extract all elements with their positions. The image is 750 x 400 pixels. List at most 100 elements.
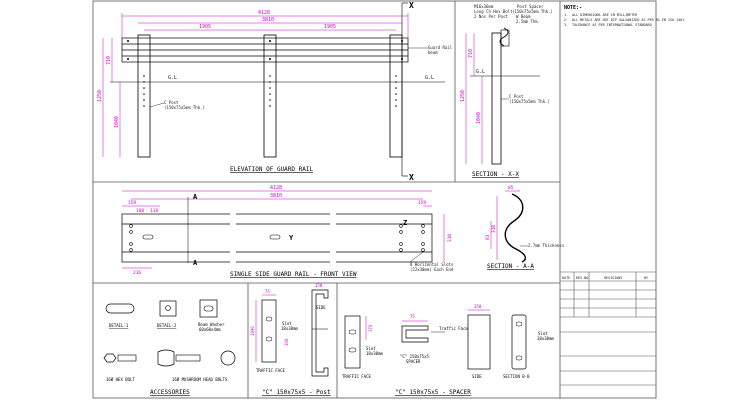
- front-view: 4128 3810 159 108 118 159 216 310 A A Z …: [121, 185, 454, 278]
- front-marker-a-top: A: [193, 193, 198, 201]
- dim-1250: 1250: [97, 90, 103, 102]
- note-c-post-size: (150x75x5mm Thk.): [164, 105, 205, 110]
- post-slot-label: Slot: [282, 321, 292, 326]
- spacer-panel: TRAFFIC FACE Slot 18x30mm Traffic Face "…: [342, 304, 554, 396]
- hex-bolt-shank: [117, 354, 137, 362]
- front-dim-inner: 3810: [270, 193, 282, 199]
- elevation-view: G.L G.L X X 4128 3810 1905 1905 710 1250…: [97, 1, 453, 182]
- detail-2-hole: [165, 305, 171, 311]
- section-xx-spacer-1: Post Spacer: [517, 4, 544, 9]
- spacer-dim-75: 75: [410, 314, 415, 319]
- spacer-bb-slot-label: Slot: [538, 331, 548, 336]
- detail-2-label: DETAIL-2: [157, 323, 177, 328]
- mushroom-bolt-end-icon: [220, 350, 236, 366]
- front-view-gaps: [230, 213, 336, 263]
- spacer-bb-slot: [515, 321, 523, 327]
- spacer-face-slot: [348, 347, 357, 353]
- post-traffic-face-label: TRAFFIC FACE: [256, 368, 285, 373]
- mushroom-bolt-icon: [157, 349, 175, 367]
- revision-header-rev: REV.NO: [576, 276, 588, 280]
- spacer-dim-150: 150: [474, 304, 482, 309]
- front-bolt-note-1: 8 Horizontal Slots: [410, 262, 454, 267]
- section-aa-view: 85 310 83 2.7mm Thickness SECTION - A-A: [485, 185, 565, 270]
- front-marker-z: Z: [403, 219, 407, 227]
- post-traffic-face: [261, 299, 277, 363]
- section-xx-note-bolt-2: Long Ch Hex Bolt: [474, 9, 513, 14]
- post-elevation-middle: [263, 34, 277, 158]
- spacer-slot-label: Slot: [366, 346, 376, 351]
- spacer-traffic-face-arrow-label: Traffic Face: [439, 326, 468, 331]
- front-view-rail: [121, 213, 433, 263]
- spacer-section-bb-label: SECTION B-B: [503, 374, 530, 379]
- section-xx-gl: G.L: [476, 69, 485, 75]
- note-item-3: TOLERANCE AS PER INTERNATIONAL STANDARD: [572, 23, 652, 27]
- post-panel: TRAFFIC FACE SIDE Slot 18x30mm 75 1990 1…: [250, 283, 331, 396]
- note-item-1: ALL DIMENSIONS ARE IN MILLIMETER: [572, 13, 638, 17]
- section-aa-dims: [490, 190, 520, 260]
- note-guard-rail: Guard Rail: [428, 45, 453, 50]
- elevation-title: ELEVATION OF GUARD RAIL: [230, 166, 313, 173]
- detail-1-label: DETAIL-1: [109, 323, 129, 328]
- accessories-panel: DETAIL-1 DETAIL-2 Beam Washer 60x60x4mm …: [103, 299, 236, 396]
- spacer-traffic-face: [344, 315, 361, 369]
- section-xx-note-bolt-3: 2 Nos Per Post: [474, 14, 508, 19]
- spacer-c-label-2: SPACER: [406, 359, 421, 364]
- beam-washer-size: 60x60x4mm: [199, 327, 221, 332]
- section-xx-beam-1: W Beam: [516, 14, 531, 19]
- front-dim-overall: 4128: [270, 185, 282, 191]
- post-slot-size: 18x30mm: [281, 326, 298, 331]
- detail-1-slot: [105, 303, 135, 314]
- dim-1040: 1040: [114, 116, 120, 128]
- post-face-slot: [265, 316, 273, 322]
- post-panel-title: "C" 150x75x5 - Post: [262, 389, 331, 396]
- section-cut-line: [401, 2, 408, 177]
- front-dim-159-right: 159: [418, 200, 426, 206]
- spacer-dim-170: 170: [368, 324, 373, 332]
- front-bolt-leader: [409, 251, 424, 263]
- post-elevation-right: [389, 34, 403, 158]
- section-aa-w-profile: [504, 193, 527, 263]
- rail-bolts: [127, 40, 403, 60]
- detail-2-plate: [159, 300, 177, 317]
- revision-table: DATE REV.NO REVISIONS BY: [560, 271, 656, 386]
- dim-inner: 3810: [262, 17, 274, 23]
- notes-title: NOTE:-: [564, 5, 582, 11]
- section-xx-dim-710: 710: [468, 49, 474, 58]
- ground-label-left: G.L: [168, 75, 177, 81]
- note-guard-rail-beam: beam: [428, 50, 438, 55]
- post-face-slot: [265, 336, 273, 342]
- accessories-title: ACCESSORIES: [150, 389, 190, 396]
- revision-header-by: BY: [644, 276, 648, 280]
- spacer-c-label-1: "C" 150x75x5: [400, 354, 429, 359]
- front-dim-108: 108: [136, 208, 144, 214]
- spacer-panel-title: "C" 150x75x5 - SPACER: [395, 389, 471, 396]
- sheet-frame: [92, 0, 657, 399]
- post-side-profile: [311, 289, 329, 377]
- spacer-bb-slot-size: 18x30mm: [537, 336, 554, 341]
- front-marker-a-bottom: A: [193, 259, 198, 267]
- beam-washer-slot: [203, 305, 214, 312]
- section-xx-dims: [465, 33, 483, 164]
- post-holes: [143, 75, 397, 107]
- section-xx-post: [491, 32, 502, 165]
- section-xx-title: SECTION - X-X: [472, 171, 519, 178]
- mushroom-bolt-label: 16Ø MUSHROOM HEAD BOLTS: [172, 377, 228, 382]
- spacer-face-slot: [348, 329, 357, 335]
- section-aa-dim-85: 85: [508, 185, 514, 191]
- elevation-dimensions: [102, 13, 409, 157]
- front-bolt-note-2: (22x30mm) Each End: [410, 267, 454, 272]
- spacer-c-profile: [401, 325, 429, 343]
- section-xx-post-2: (150x75x5mm Thk.): [509, 99, 550, 104]
- post-dims: [255, 294, 276, 362]
- spacer-slot-size: 18x30mm: [366, 351, 383, 356]
- spacer-traffic-face-label: TRAFFIC FACE: [342, 374, 371, 379]
- section-aa-thickness: 2.7mm Thickness: [528, 243, 565, 248]
- section-xx-note-bolt-1: M16x36mm: [474, 4, 494, 9]
- section-aa-dim-83: 83: [485, 234, 491, 240]
- front-dim-216: 216: [133, 270, 141, 276]
- section-marker-x-bottom: X: [409, 173, 414, 182]
- front-dim-118: 118: [150, 208, 158, 214]
- beam-washer-label: Beam Washer: [198, 322, 225, 327]
- spacer-side-view: [467, 314, 491, 370]
- front-marker-y: Y: [289, 234, 294, 242]
